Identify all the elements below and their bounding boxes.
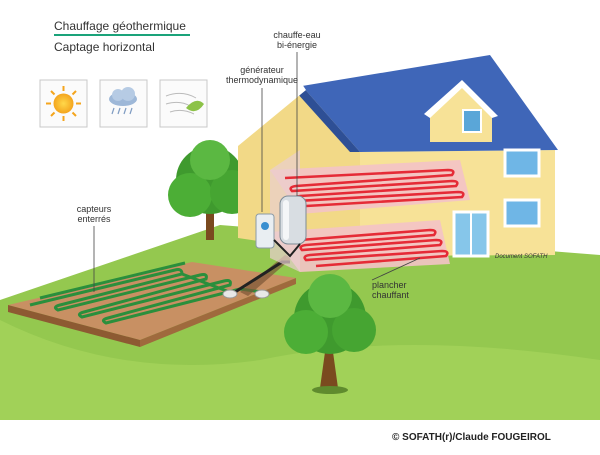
leader-lines — [93, 52, 421, 292]
wind-leaf-icon — [165, 92, 204, 115]
internal-pipes — [273, 239, 301, 258]
label-generator-line2: thermodynamique — [226, 75, 298, 85]
label-water-heater-line2: bi-énergie — [277, 40, 317, 50]
label-water-heater-line1: chauffe-eau — [273, 30, 320, 40]
label-floor-line1: plancher — [372, 280, 407, 290]
copyright: © SOFATH(r)/Claude FOUGEIROL — [392, 432, 551, 443]
dual-energy-water-heater — [279, 195, 307, 245]
callout-labels: chauffe-eau bi-énergie générateur thermo… — [77, 30, 410, 300]
season-icons — [39, 79, 208, 128]
sun-icon — [46, 86, 81, 121]
floor-heating-upper — [284, 168, 465, 208]
tree-back-left — [168, 140, 254, 240]
thermodynamic-generator — [255, 213, 275, 249]
manifold-right — [254, 289, 270, 299]
soil-edge-front — [8, 305, 140, 347]
label-floor-line2: chauffant — [372, 290, 409, 300]
rain-cloud-icon — [109, 87, 137, 115]
title: Chauffage géothermique — [54, 19, 186, 33]
label-generator-line1: générateur — [240, 65, 284, 75]
document-credit: Document SOFATH — [495, 254, 548, 260]
label-collectors-line2: enterrés — [77, 214, 111, 224]
floor-heating-lower — [299, 228, 449, 268]
lawn-light — [0, 320, 600, 420]
manifold-left — [222, 289, 238, 299]
label-collectors-line1: capteurs — [77, 204, 112, 214]
subtitle: Captage horizontal — [54, 40, 155, 54]
tree-front — [284, 274, 376, 394]
